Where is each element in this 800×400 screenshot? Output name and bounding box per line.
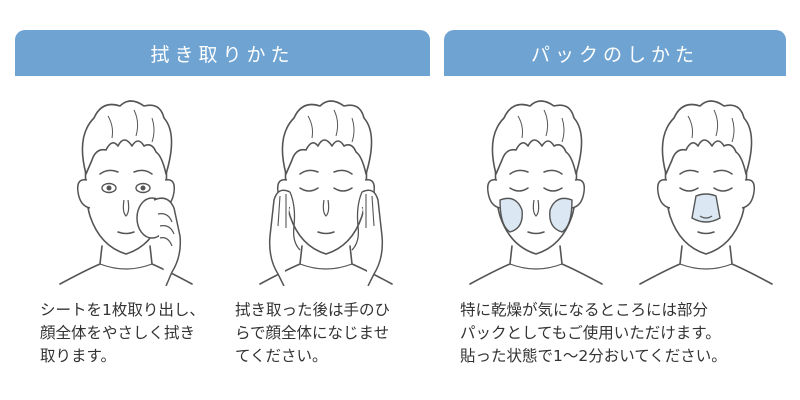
step-description-palms: 拭き取った後は手のひ らで顔全体になじませ てください。 xyxy=(235,301,391,365)
step-description-wipe: シートを1枚取り出し、 顔全体をやさしく拭き 取ります。 xyxy=(40,301,205,365)
section-header-pack: パックのしかた xyxy=(444,30,786,76)
section-title-pack: パックのしかた xyxy=(530,43,699,66)
face-nose-pack-icon xyxy=(639,100,773,285)
section-header-wiping: 拭き取りかた xyxy=(15,30,430,76)
section-title-wiping: 拭き取りかた xyxy=(150,43,295,66)
step-description-pack: 特に乾燥が気になるところには部分 パックとしてもご使用いただけます。 貼った状態… xyxy=(460,301,727,365)
face-wiping-with-sheet-icon xyxy=(59,100,193,286)
face-palms-on-cheeks-icon xyxy=(259,100,393,286)
face-cheek-pack-icon xyxy=(469,100,603,285)
